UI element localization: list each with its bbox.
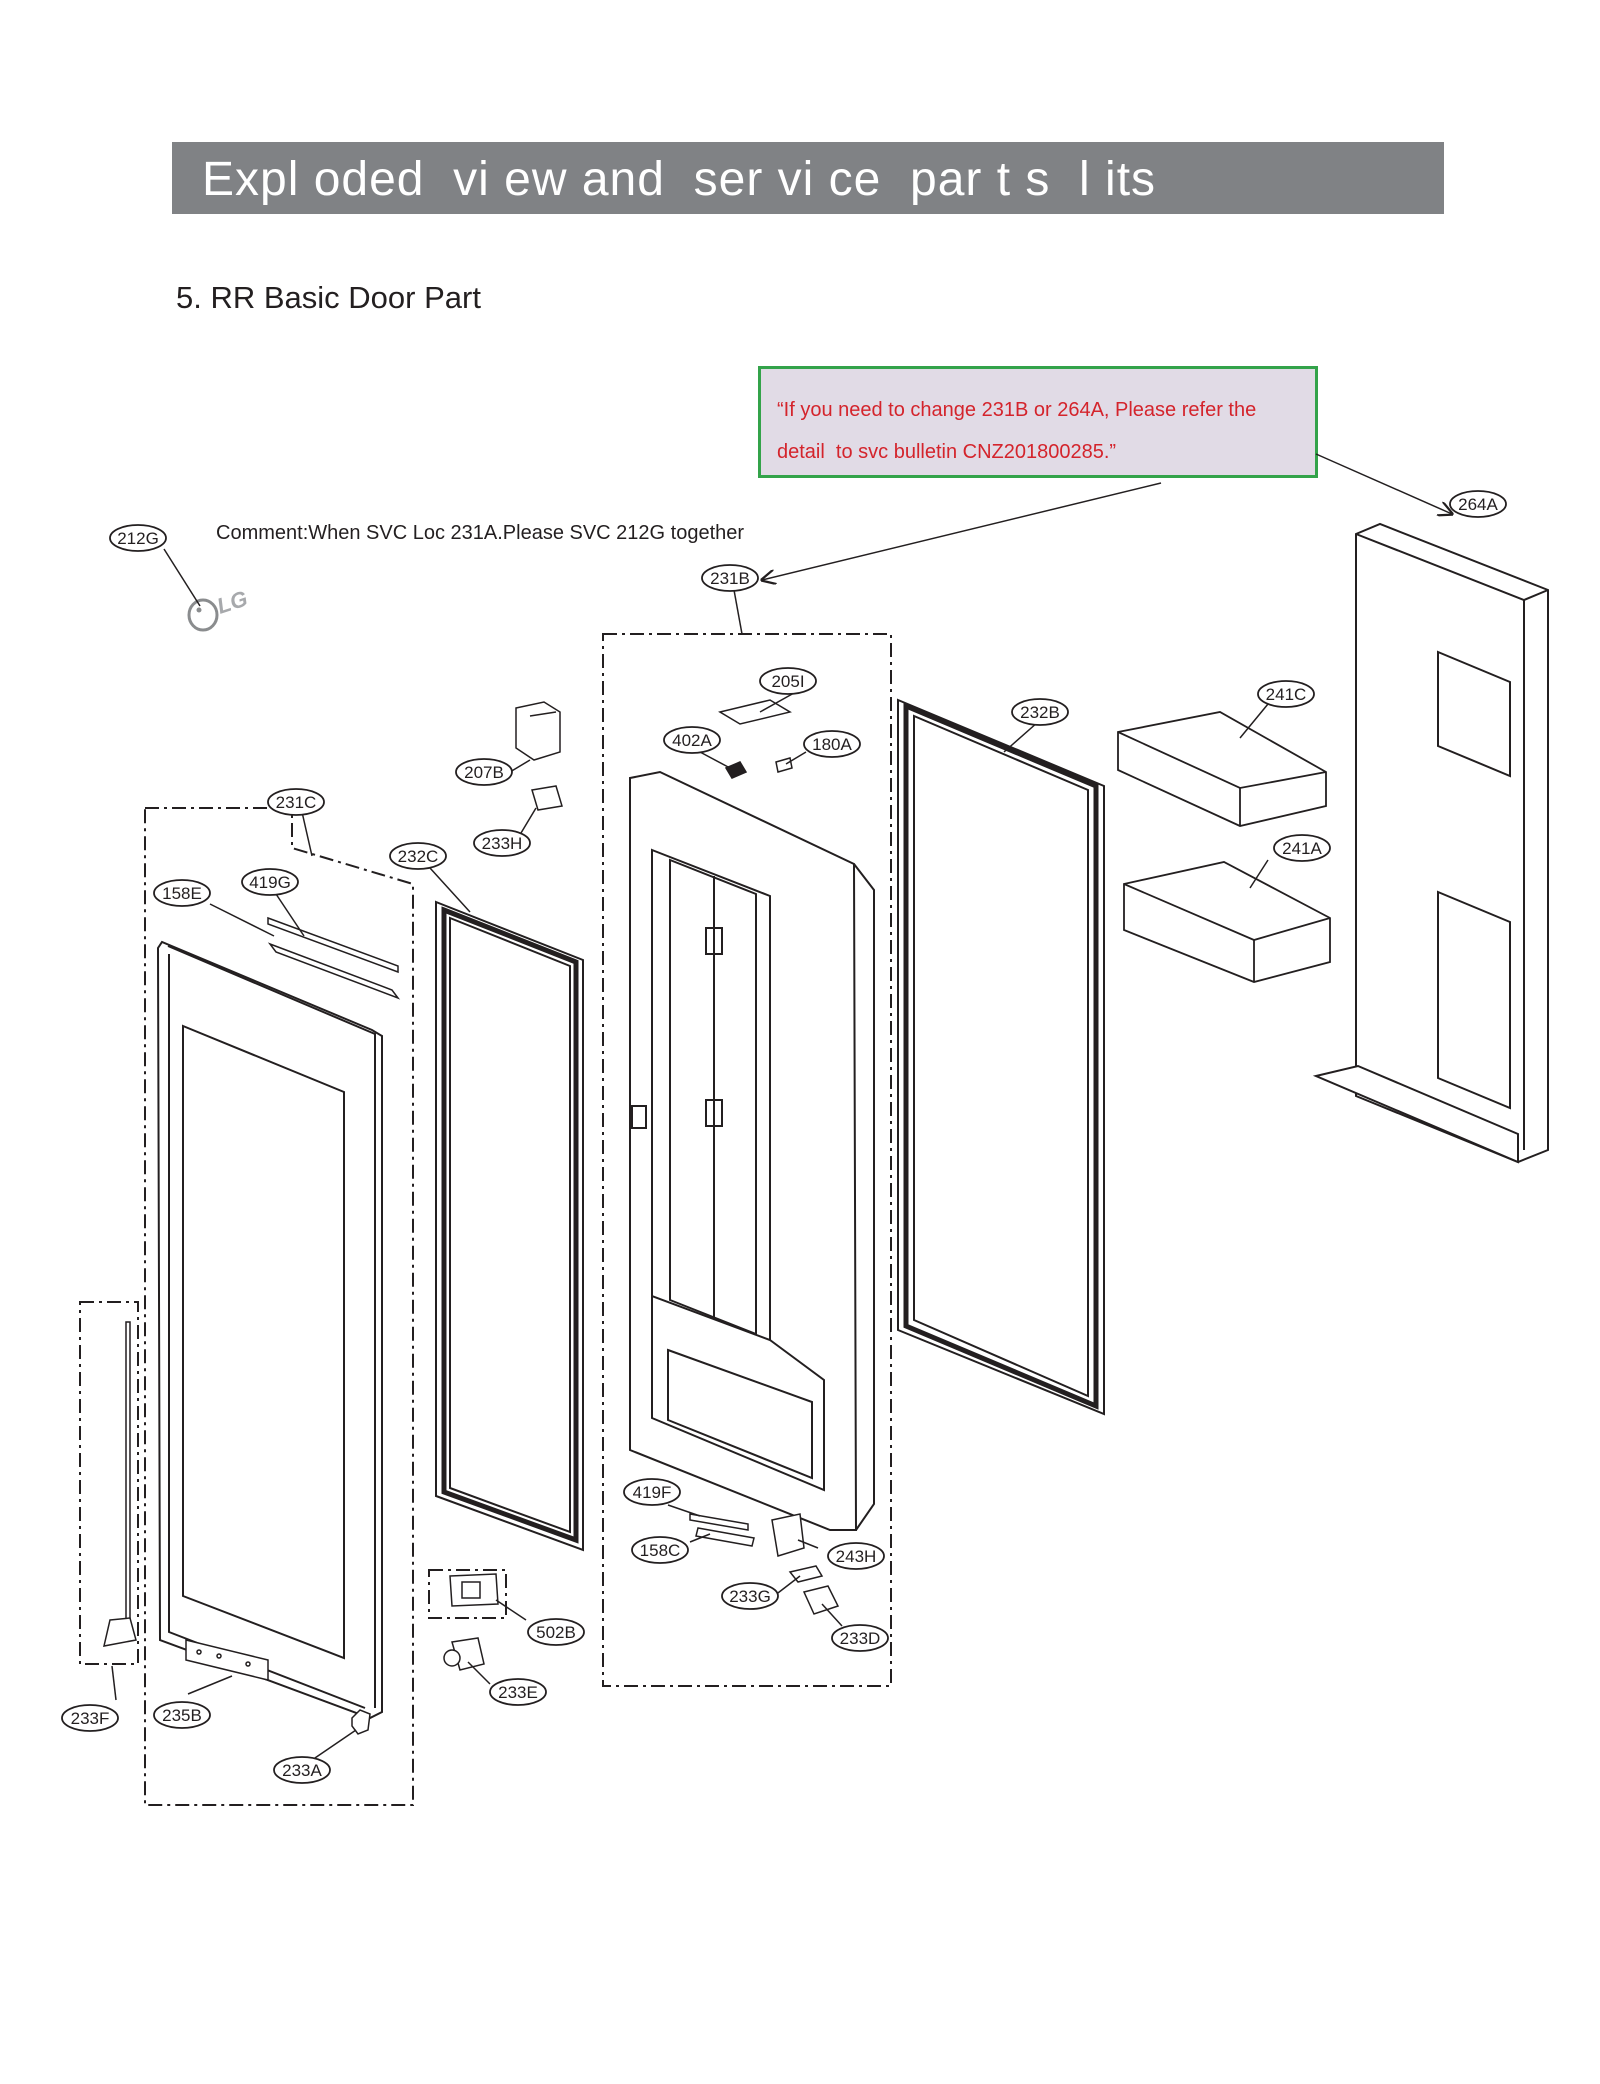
part-233f	[103, 1321, 137, 1647]
callout-180a	[803, 730, 861, 758]
callout-label-502b: 502B	[536, 1623, 576, 1642]
callout-label-233f: 233F	[71, 1709, 110, 1728]
callout-label-264a: 264A	[1458, 495, 1498, 514]
callout-419f	[623, 1478, 681, 1506]
strip-419g	[267, 916, 401, 1000]
part-207b	[515, 701, 561, 761]
part-402a	[724, 761, 748, 779]
part-180a	[775, 757, 793, 773]
callout-232b	[1011, 698, 1069, 726]
part-233h	[531, 785, 563, 811]
callout-241c	[1257, 680, 1315, 708]
door-panel-231c	[156, 940, 383, 1720]
callout-label-243h: 243H	[836, 1547, 877, 1566]
callout-label-231b: 231B	[710, 569, 750, 588]
part-502b	[449, 1573, 499, 1607]
callout-233d	[831, 1624, 889, 1652]
part-158c	[695, 1527, 755, 1547]
callout-158c	[631, 1536, 689, 1564]
callout-232c	[389, 842, 447, 870]
part-233a	[351, 1709, 371, 1735]
callout-419g	[241, 868, 299, 896]
callout-207b	[455, 758, 513, 786]
door-liner-231b	[629, 770, 875, 1531]
callout-231b	[701, 564, 759, 592]
tank-264a	[1312, 522, 1549, 1164]
callout-label-233a: 233A	[282, 1761, 322, 1780]
callout-243h	[827, 1542, 885, 1570]
callout-158e	[153, 879, 211, 907]
callout-233f	[61, 1704, 119, 1732]
callout-label-207b: 207B	[464, 763, 504, 782]
callout-label-212g: 212G	[117, 529, 159, 548]
section-title: 5. RR Basic Door Part	[176, 280, 481, 315]
callout-241a	[1273, 834, 1331, 862]
gasket-232c	[435, 900, 584, 1552]
callout-label-233h: 233H	[482, 834, 523, 853]
callouts	[61, 490, 1507, 1784]
part-243h	[771, 1513, 805, 1557]
callout-label-158c: 158C	[640, 1541, 681, 1560]
callout-402a	[663, 726, 721, 754]
part-205i	[718, 699, 792, 725]
callout-231c	[267, 788, 325, 816]
callout-233g	[721, 1582, 779, 1610]
header-title: Expl oded vi ew and ser vi ce par t s l …	[202, 153, 1157, 206]
callout-label-402a: 402A	[672, 731, 712, 750]
group-box-502b	[428, 1569, 507, 1619]
part-235b	[185, 1639, 269, 1681]
callout-502b	[527, 1618, 585, 1646]
callout-label-419f: 419F	[633, 1483, 672, 1502]
bulletin-line-1: “If you need to change 231B or 264A, Ple…	[777, 399, 1257, 421]
callout-label-241c: 241C	[1266, 685, 1307, 704]
callout-label-241a: 241A	[1282, 839, 1322, 858]
lg-logo-text: LG	[214, 586, 251, 619]
callout-212g	[109, 524, 167, 552]
callout-labels: 212G 231B 264A 205I 402A 180A 232B 241C …	[71, 495, 1499, 1780]
callout-label-419g: 419G	[249, 873, 291, 892]
callout-label-233d: 233D	[840, 1629, 881, 1648]
bulletin-note: “If you need to change 231B or 264A, Ple…	[758, 366, 1318, 478]
callout-233h	[473, 829, 531, 857]
service-comment: Comment:When SVC Loc 231A.Please SVC 212…	[216, 522, 745, 544]
callout-label-180a: 180A	[812, 735, 852, 754]
part-233d	[802, 1585, 840, 1615]
callout-label-232b: 232B	[1020, 703, 1060, 722]
group-box-231b	[602, 633, 892, 1687]
group-box-233f	[79, 1301, 139, 1665]
callout-235b	[153, 1701, 211, 1729]
part-419f	[689, 1513, 749, 1531]
callout-label-235b: 235B	[162, 1706, 202, 1725]
callout-233e	[489, 1678, 547, 1706]
part-233e	[443, 1637, 485, 1671]
callout-233a	[273, 1756, 331, 1784]
callout-label-233e: 233E	[498, 1683, 538, 1702]
callout-205i	[759, 667, 817, 695]
callout-264a	[1449, 490, 1507, 518]
bin-241a	[1123, 861, 1331, 983]
lg-logo: LG	[187, 586, 251, 632]
callout-label-205i: 205I	[771, 672, 804, 691]
header-bar: Expl oded vi ew and ser vi ce par t s l …	[172, 142, 1444, 214]
callout-label-158e: 158E	[162, 884, 202, 903]
callout-label-232c: 232C	[398, 847, 439, 866]
callout-label-233g: 233G	[729, 1587, 771, 1606]
bulletin-line-2: detail to svc bulletin CNZ201800285.”	[777, 441, 1117, 463]
gasket-232b	[897, 698, 1105, 1416]
callout-label-231c: 231C	[276, 793, 317, 812]
bin-241c	[1117, 711, 1327, 827]
